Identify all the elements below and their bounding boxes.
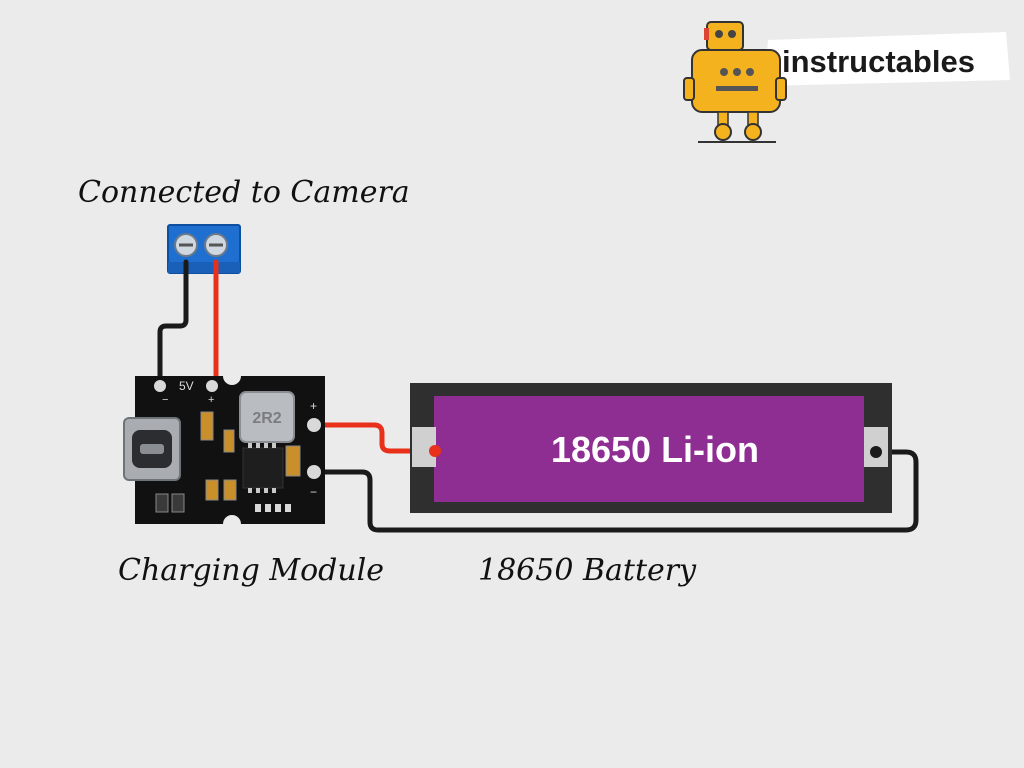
battery-positive-contact (429, 445, 441, 457)
battery-cell-label: 18650 Li-ion (551, 429, 759, 470)
instructables-logo[interactable]: instructables (683, 21, 1010, 143)
robot-icon (683, 21, 787, 143)
battery-18650[interactable]: 18650 Li-ion (410, 383, 892, 513)
terminal-block[interactable] (167, 224, 241, 274)
pad-5v-positive[interactable] (204, 378, 220, 394)
smd-components (155, 411, 301, 513)
charging-module[interactable]: 5V − + + − 2R2 (123, 367, 325, 533)
pad-battery-negative[interactable] (305, 463, 323, 481)
usb-c-port-icon[interactable] (123, 417, 181, 481)
ic-chip (242, 447, 284, 489)
svg-text:−: − (162, 394, 168, 406)
svg-text:+: + (208, 394, 214, 406)
wire-battery-negative (311, 449, 919, 533)
battery-label: 18650 Battery (478, 553, 697, 588)
logo-text: instructables (782, 44, 975, 79)
wire-camera-negative (157, 259, 189, 387)
silk-5v: 5V (179, 379, 194, 393)
svg-text:+: + (310, 399, 317, 413)
inductor (239, 391, 295, 443)
svg-text:−: − (310, 485, 317, 499)
pad-battery-positive[interactable] (305, 416, 323, 434)
battery-negative-contact (870, 446, 882, 458)
inductor-label: 2R2 (252, 410, 281, 427)
camera-label: Connected to Camera (78, 175, 410, 210)
pad-5v-negative[interactable] (152, 378, 168, 394)
logo-banner (764, 32, 1010, 86)
battery-cell (434, 396, 864, 502)
wire-battery-positive (311, 422, 438, 454)
module-label: Charging Module (118, 553, 384, 588)
wires (157, 259, 919, 533)
